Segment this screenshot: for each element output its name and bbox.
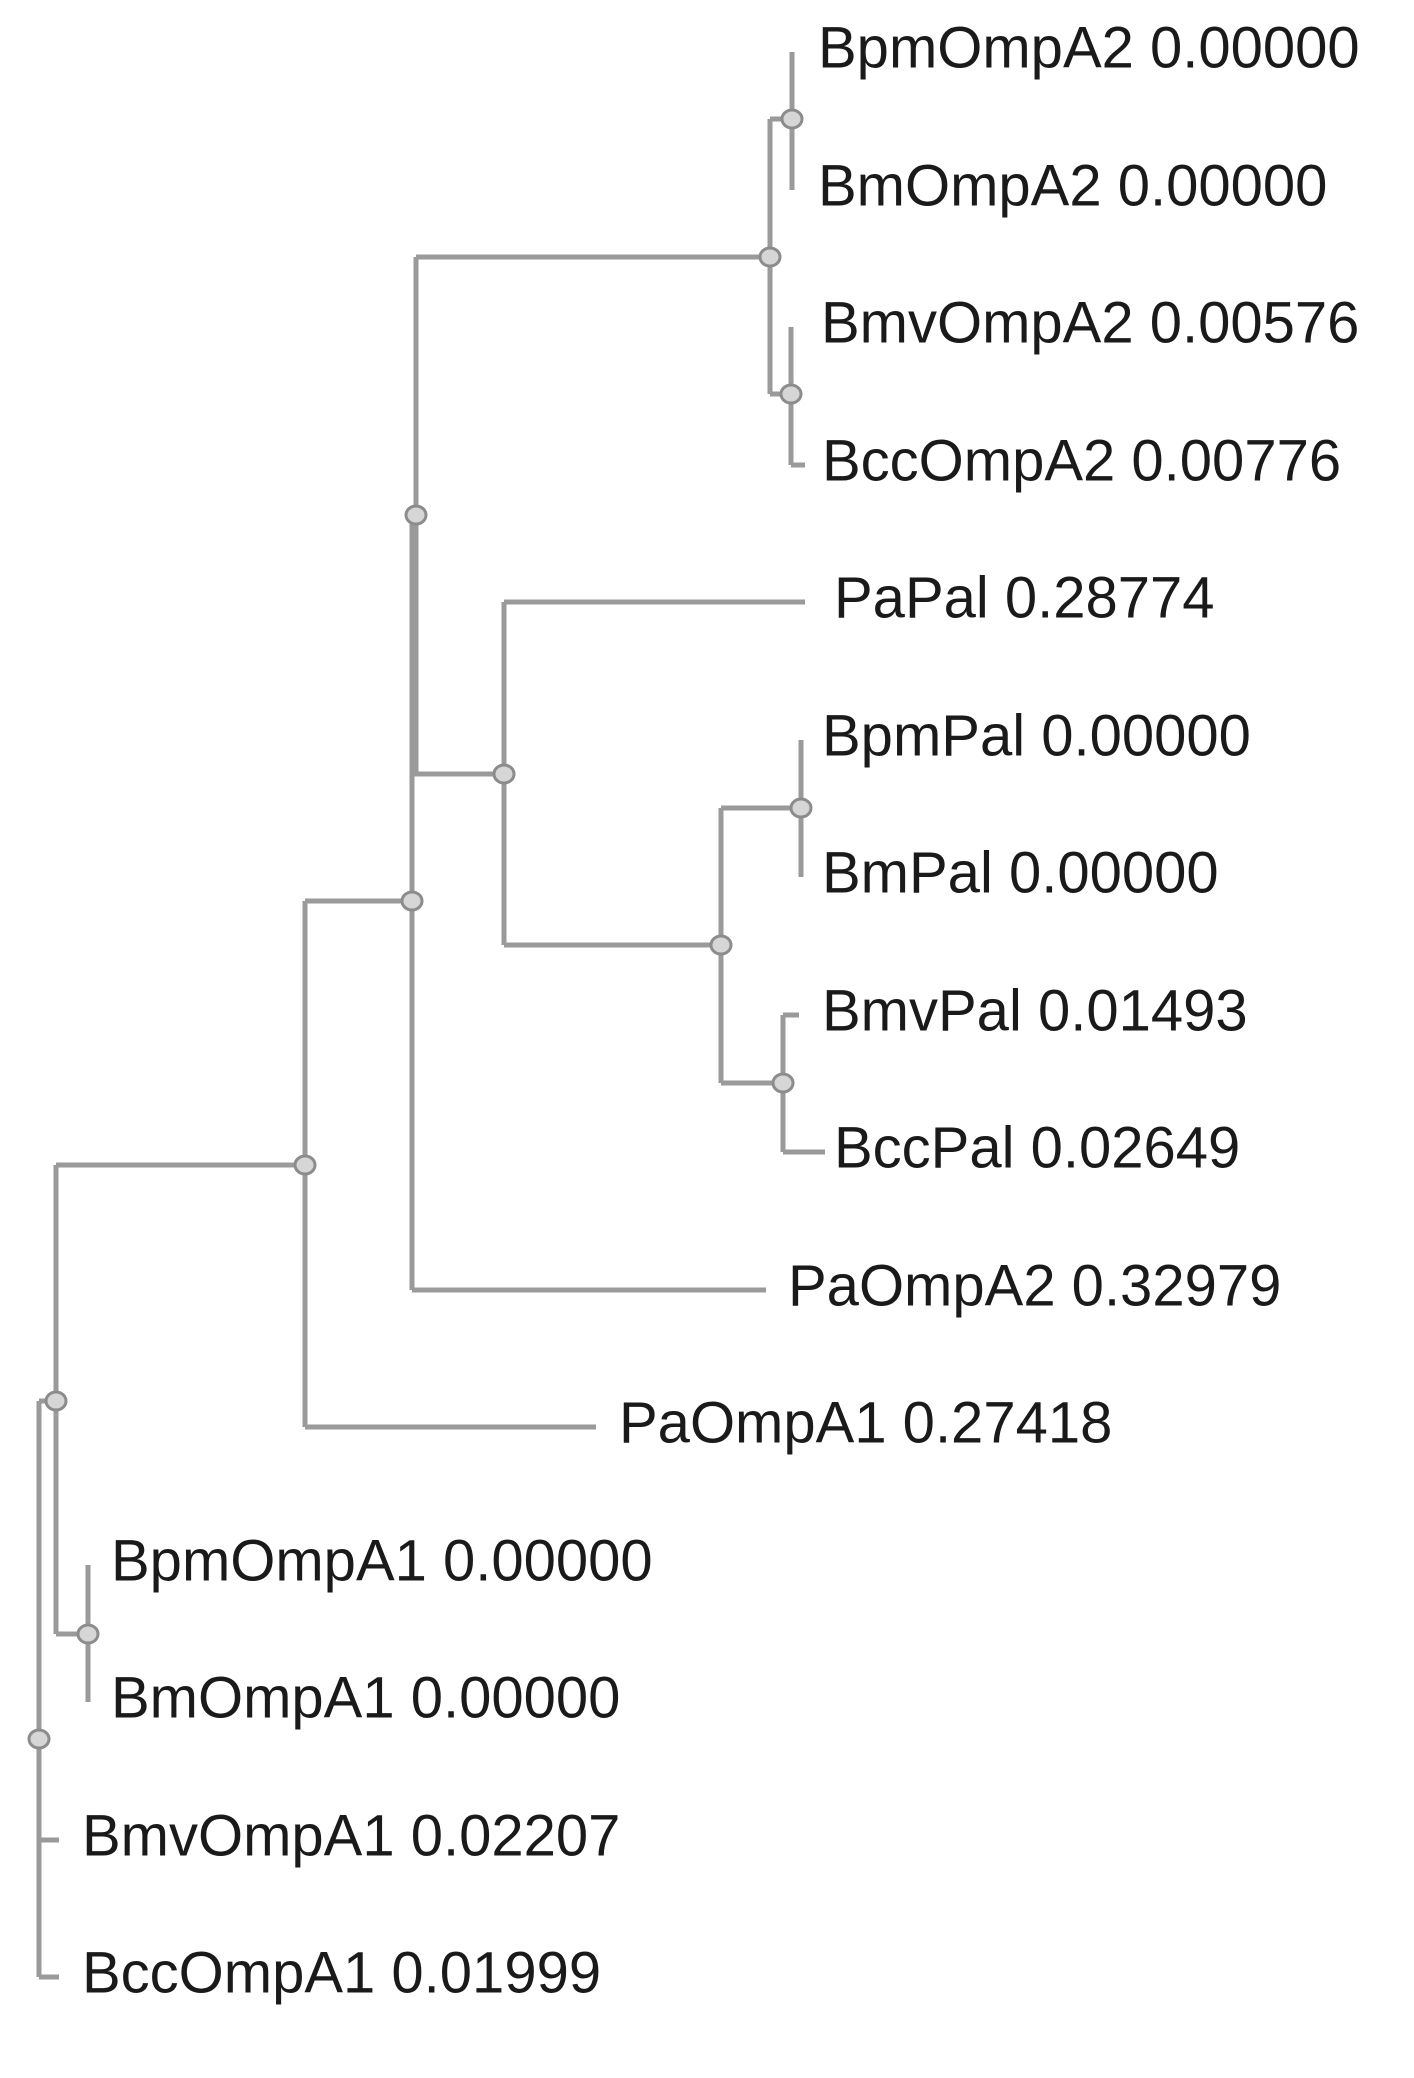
leaf-label-BmvOmpA2: BmvOmpA2 0.00576 <box>821 290 1359 355</box>
leaf-label-BccOmpA2: BccOmpA2 0.00776 <box>822 428 1341 493</box>
tree-node-marker-n_Pal2 <box>709 934 733 956</box>
leaf-label-BccPal: BccPal 0.02649 <box>834 1115 1240 1180</box>
tree-node-marker-n_OmpA2 <box>758 246 782 268</box>
tree-node-marker-n_OmpA1 <box>76 1623 100 1645</box>
leaf-label-BmOmpA1: BmOmpA1 0.00000 <box>111 1665 620 1730</box>
tree-node-marker-n_A <box>404 504 428 526</box>
leaf-label-BpmPal: BpmPal 0.00000 <box>822 703 1251 768</box>
tree-node-marker-n_D <box>44 1390 68 1412</box>
leaf-label-BmPal: BmPal 0.00000 <box>822 840 1219 905</box>
tree-node-marker-n_Pal_top <box>789 797 813 819</box>
tree-node-marker-n_C <box>293 1154 317 1176</box>
tree-node-marker-n_OmpA2_top <box>780 108 804 130</box>
tree-node-markers <box>27 108 813 1750</box>
leaf-label-PaPal: PaPal 0.28774 <box>834 565 1215 630</box>
leaf-label-BpmOmpA2: BpmOmpA2 0.00000 <box>818 15 1360 80</box>
tree-node-marker-n_Pal <box>492 763 516 785</box>
leaf-label-BpmOmpA1: BpmOmpA1 0.00000 <box>111 1528 653 1593</box>
leaf-label-PaOmpA2: PaOmpA2 0.32979 <box>788 1253 1281 1318</box>
leaf-label-BmvOmpA1: BmvOmpA1 0.02207 <box>82 1803 620 1868</box>
tree-node-marker-n_B <box>400 890 424 912</box>
leaf-label-BmOmpA2: BmOmpA2 0.00000 <box>818 153 1327 218</box>
tree-node-marker-n_OmpA2_bot <box>779 383 803 405</box>
leaf-label-BmvPal: BmvPal 0.01493 <box>822 978 1248 1043</box>
tree-node-marker-n_Pal_bot <box>771 1072 795 1094</box>
leaf-label-PaOmpA1: PaOmpA1 0.27418 <box>619 1390 1112 1455</box>
tree-node-marker-root <box>27 1728 51 1750</box>
leaf-label-BccOmpA1: BccOmpA1 0.01999 <box>82 1940 601 2005</box>
